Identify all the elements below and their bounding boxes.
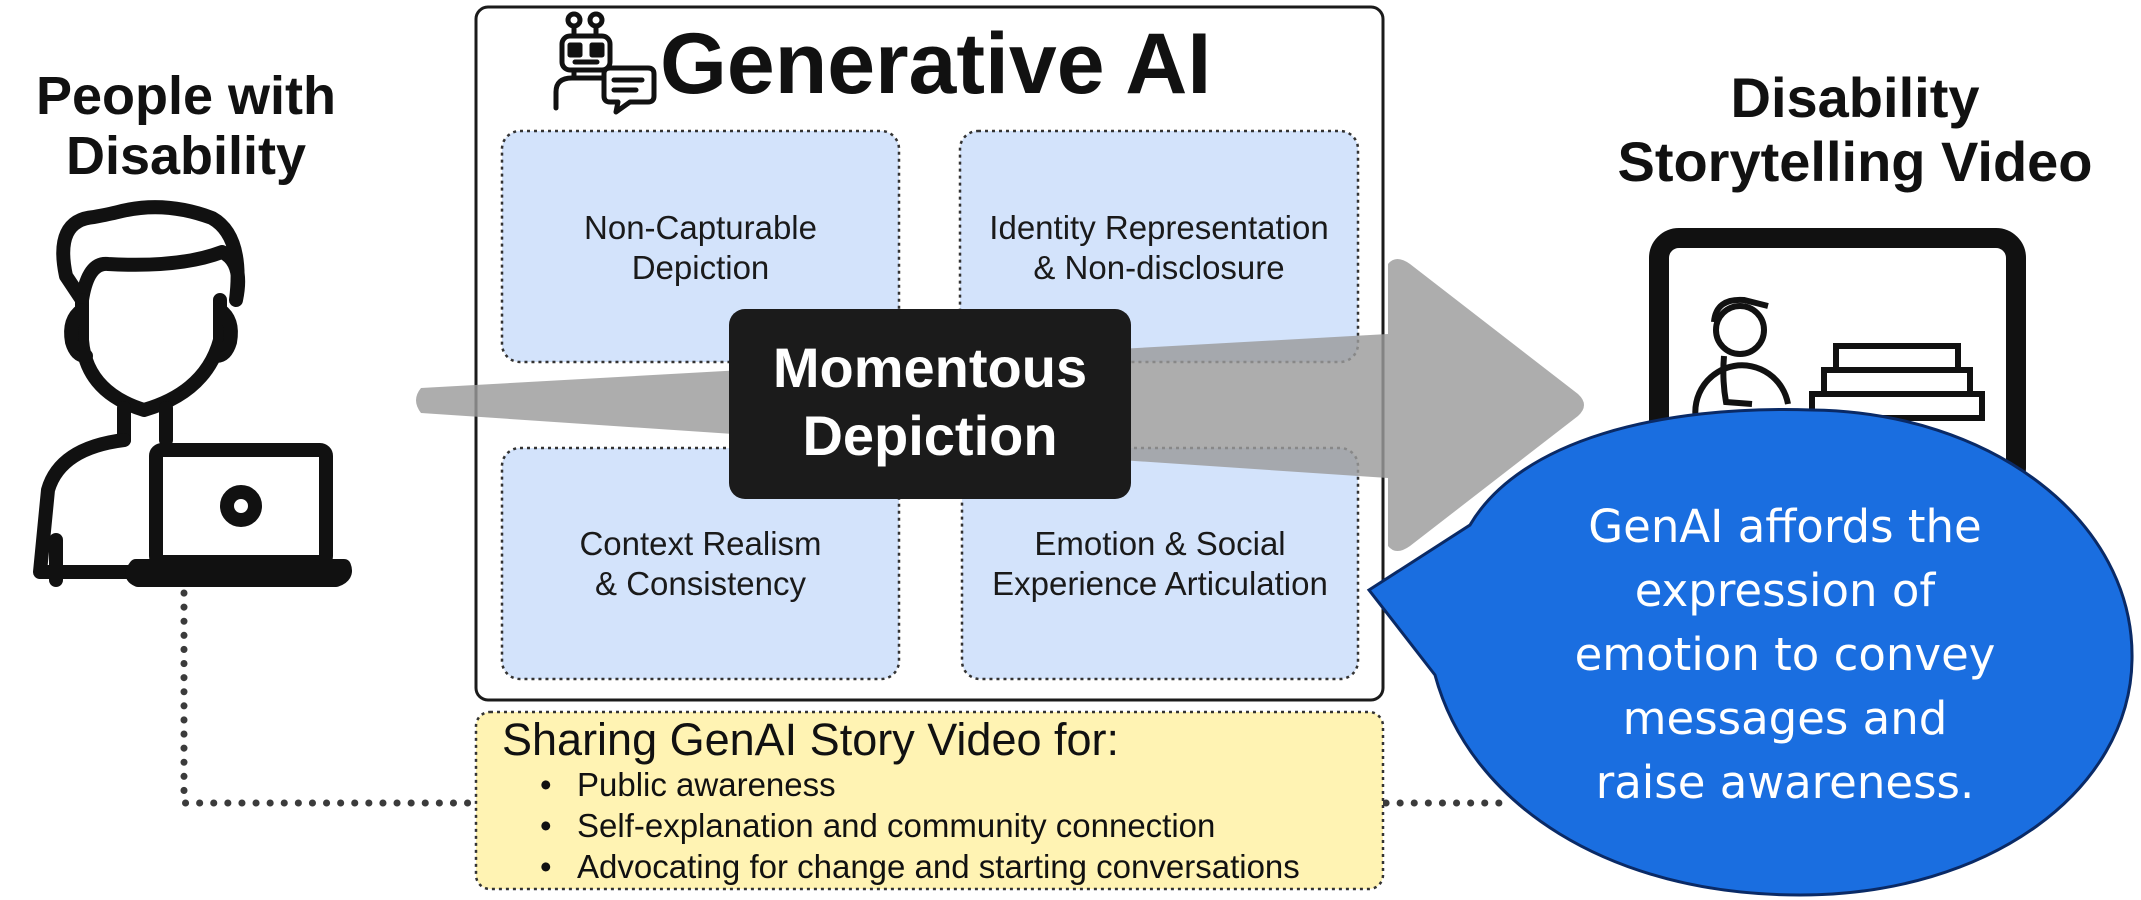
quadrant-line: & Consistency bbox=[595, 565, 806, 603]
list-item: • Public awareness bbox=[532, 764, 1300, 805]
list-item: • Advocating for change and starting con… bbox=[532, 846, 1300, 887]
list-item-text: Self-explanation and community connectio… bbox=[577, 807, 1216, 844]
quadrant-line: Depiction bbox=[631, 249, 770, 287]
left-actor-title-line: Disability bbox=[65, 126, 307, 187]
sharing-card bbox=[474, 710, 1385, 891]
list-item-text: Advocating for change and starting conve… bbox=[577, 848, 1300, 885]
bubble-line: GenAI affords the bbox=[1588, 500, 1982, 553]
quadrant-emotion bbox=[960, 446, 1360, 681]
right-output-title-line: Disability bbox=[1730, 66, 1980, 129]
badge-line: Momentous bbox=[772, 336, 1088, 399]
bubble-line: expression of bbox=[1634, 564, 1936, 617]
quadrant-identity bbox=[958, 129, 1360, 364]
quadrant-line: Identity Representation bbox=[989, 209, 1329, 246]
quadrant-line: Emotion & Social bbox=[1034, 525, 1286, 562]
quadrant-line: Non-Capturable bbox=[584, 209, 817, 246]
bubble-line: emotion to convey bbox=[1574, 628, 1996, 681]
list-item: • Self-explanation and community connect… bbox=[532, 805, 1300, 846]
quadrant-line: Experience Articulation bbox=[992, 565, 1328, 603]
badge-line: Depiction bbox=[802, 404, 1058, 467]
momentous-badge-text: Momentous Depiction bbox=[729, 334, 1131, 470]
bullet: • bbox=[540, 807, 552, 844]
quadrant-emotion-text: Emotion & Social Experience Articulation bbox=[962, 524, 1358, 605]
speech-bubble bbox=[1366, 408, 2134, 897]
bubble-line: messages and bbox=[1622, 692, 1948, 745]
left-actor-title-line: People with bbox=[35, 66, 337, 126]
list-item-text: Public awareness bbox=[577, 766, 836, 803]
sharing-list: • Public awareness • Self-explanation an… bbox=[532, 764, 1300, 887]
quadrant-line: Context Realism bbox=[579, 525, 822, 562]
quadrant-line: & Non-disclosure bbox=[1033, 249, 1285, 287]
quadrant-context-text: Context Realism & Consistency bbox=[502, 524, 899, 605]
quadrant-context bbox=[500, 446, 901, 681]
quadrant-identity-text: Identity Representation & Non-disclosure bbox=[960, 208, 1358, 289]
sharing-title: Sharing GenAI Story Video for: bbox=[502, 714, 1120, 765]
bullet: • bbox=[540, 848, 552, 885]
person-with-laptop-icon bbox=[33, 200, 352, 587]
right-output-title: Disability Storytelling Video bbox=[1572, 66, 2138, 194]
genai-title: Generative AI bbox=[660, 16, 1212, 112]
speech-bubble-text: GenAI affords the expression of emotion … bbox=[1535, 495, 2035, 815]
quadrant-non-capturable bbox=[500, 129, 901, 364]
bullet: • bbox=[540, 766, 552, 803]
bubble-line: raise awareness. bbox=[1595, 756, 1975, 809]
quadrant-non-capturable-text: Non-Capturable Depiction bbox=[502, 208, 899, 289]
right-output-title-line: Storytelling Video bbox=[1617, 130, 2093, 193]
robot-chat-icon bbox=[553, 11, 657, 115]
momentous-badge bbox=[729, 309, 1131, 499]
left-dotted-connector bbox=[180, 589, 480, 807]
left-actor-title: People with Disability bbox=[0, 66, 372, 187]
